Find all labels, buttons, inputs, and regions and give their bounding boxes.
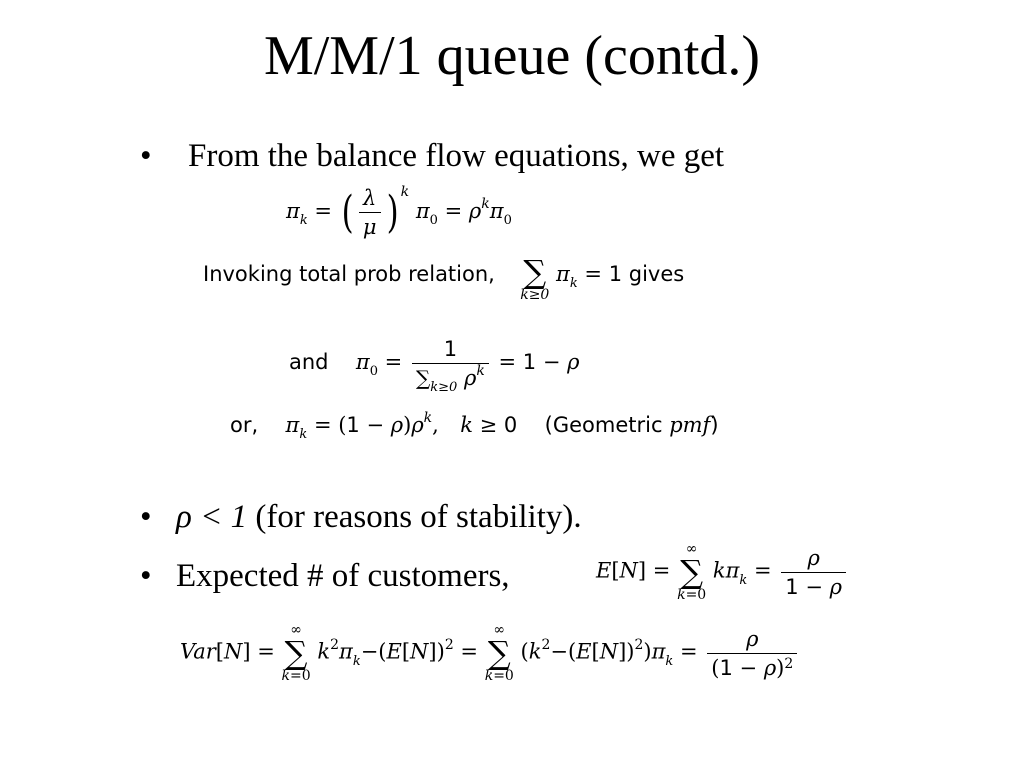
equation-total-prob: Invoking total prob relation, ∑k≥0 πk = … (203, 253, 685, 303)
bullet-marker: • (140, 558, 152, 594)
label-and: and (289, 350, 329, 374)
label-geometric: (Geometric (544, 413, 670, 437)
label-invoking: Invoking total prob relation, (203, 262, 495, 286)
label-gives: gives (628, 262, 685, 286)
bullet-text: (for reasons of stability). (247, 499, 582, 535)
bullet-marker: • (140, 499, 152, 535)
bullet-marker: • (140, 138, 152, 174)
equation-geometric: or, πk = (1 − ρ)ρk, k ≥ 0 (Geometric pmf… (230, 410, 719, 442)
slide-title: M/M/1 queue (contd.) (263, 25, 761, 87)
rho-less-than-one: ρ < 1 (176, 499, 248, 535)
bullet-text: Expected # of customers, (176, 558, 510, 594)
bullet-text: From the balance flow equations, we get (188, 138, 725, 174)
equation-variance-n: Var[N] = ∞∑k=0 k2πk−(E[N])2 = ∞∑k=0 (k2−… (180, 623, 800, 683)
label-pmf: pmf (669, 413, 711, 437)
label-or: or, (230, 413, 259, 437)
equation-pi-0: and π0 = 1∑k≥0 ρk = 1 − ρ (289, 337, 580, 395)
